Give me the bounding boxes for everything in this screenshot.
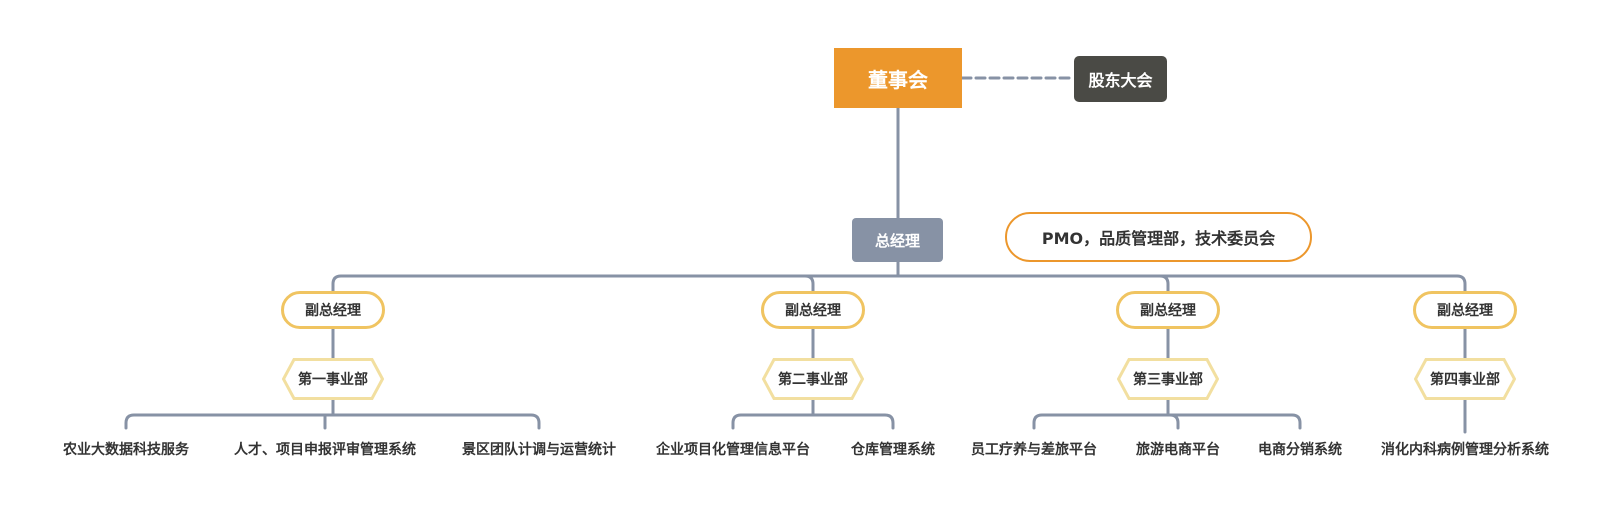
leaf-bus-1	[124, 413, 541, 430]
shareholders-label: 股东大会	[1088, 71, 1153, 90]
product-item[interactable]: 企业项目化管理信息平台	[656, 439, 810, 459]
dept-label: 第四事业部	[1430, 372, 1500, 388]
staff-units-label: PMO，品质管理部，技术委员会	[1041, 229, 1276, 248]
vp-node-4[interactable]: 副总经理	[1413, 291, 1517, 329]
product-item[interactable]: 农业大数据科技服务	[63, 439, 189, 459]
product-item[interactable]: 人才、项目申报评审管理系统	[234, 439, 416, 459]
link-bus-vp-3	[1158, 274, 1170, 293]
vp-label: 副总经理	[1437, 303, 1493, 319]
hexagon-shape	[1414, 358, 1516, 400]
product-item[interactable]: 仓库管理系统	[851, 439, 935, 459]
dept-node-4[interactable]: 第四事业部	[1414, 358, 1516, 400]
dept-node-2[interactable]: 第二事业部	[762, 358, 864, 400]
product-item[interactable]: 电商分销系统	[1258, 439, 1342, 459]
dept-label: 第三事业部	[1133, 372, 1203, 388]
staff-units-node[interactable]: PMO，品质管理部，技术委员会	[1005, 212, 1312, 262]
general-manager-node[interactable]: 总经理	[852, 218, 943, 262]
vp-node-2[interactable]: 副总经理	[761, 291, 865, 329]
hexagon-shape	[762, 358, 864, 400]
vp-node-3[interactable]: 副总经理	[1116, 291, 1220, 329]
product-item[interactable]: 员工疗养与差旅平台	[971, 439, 1097, 459]
product-label: 员工疗养与差旅平台	[971, 442, 1097, 458]
product-label: 仓库管理系统	[851, 442, 935, 458]
product-label: 企业项目化管理信息平台	[656, 442, 810, 458]
dept-label: 第二事业部	[778, 372, 848, 388]
main-bus	[331, 274, 1467, 293]
product-item[interactable]: 消化内科病例管理分析系统	[1381, 439, 1549, 459]
product-label: 农业大数据科技服务	[63, 442, 189, 458]
vp-label: 副总经理	[305, 303, 361, 319]
leaf-drop	[1168, 413, 1180, 430]
vp-node-1[interactable]: 副总经理	[281, 291, 385, 329]
leaf-bus-3	[1032, 413, 1302, 430]
vp-label: 副总经理	[785, 303, 841, 319]
product-label: 消化内科病例管理分析系统	[1381, 442, 1549, 458]
general-manager-label: 总经理	[874, 231, 920, 250]
dept-label: 第一事业部	[298, 372, 368, 388]
product-label: 人才、项目申报评审管理系统	[234, 442, 416, 458]
board-label: 董事会	[868, 67, 928, 92]
dept-node-3[interactable]: 第三事业部	[1117, 358, 1219, 400]
product-label: 电商分销系统	[1258, 442, 1342, 458]
product-item[interactable]: 旅游电商平台	[1136, 439, 1220, 459]
product-label: 旅游电商平台	[1136, 442, 1220, 458]
dept-node-1[interactable]: 第一事业部	[282, 358, 384, 400]
hexagon-shape	[1117, 358, 1219, 400]
leaf-bus-2	[731, 413, 895, 430]
product-item[interactable]: 景区团队计调与运营统计	[462, 439, 616, 459]
vp-label: 副总经理	[1140, 303, 1196, 319]
link-bus-vp-2	[803, 274, 815, 293]
product-label: 景区团队计调与运营统计	[462, 442, 616, 458]
board-of-directors-node[interactable]: 董事会	[834, 48, 962, 108]
hexagon-shape	[282, 358, 384, 400]
shareholders-meeting-node[interactable]: 股东大会	[1074, 56, 1167, 102]
